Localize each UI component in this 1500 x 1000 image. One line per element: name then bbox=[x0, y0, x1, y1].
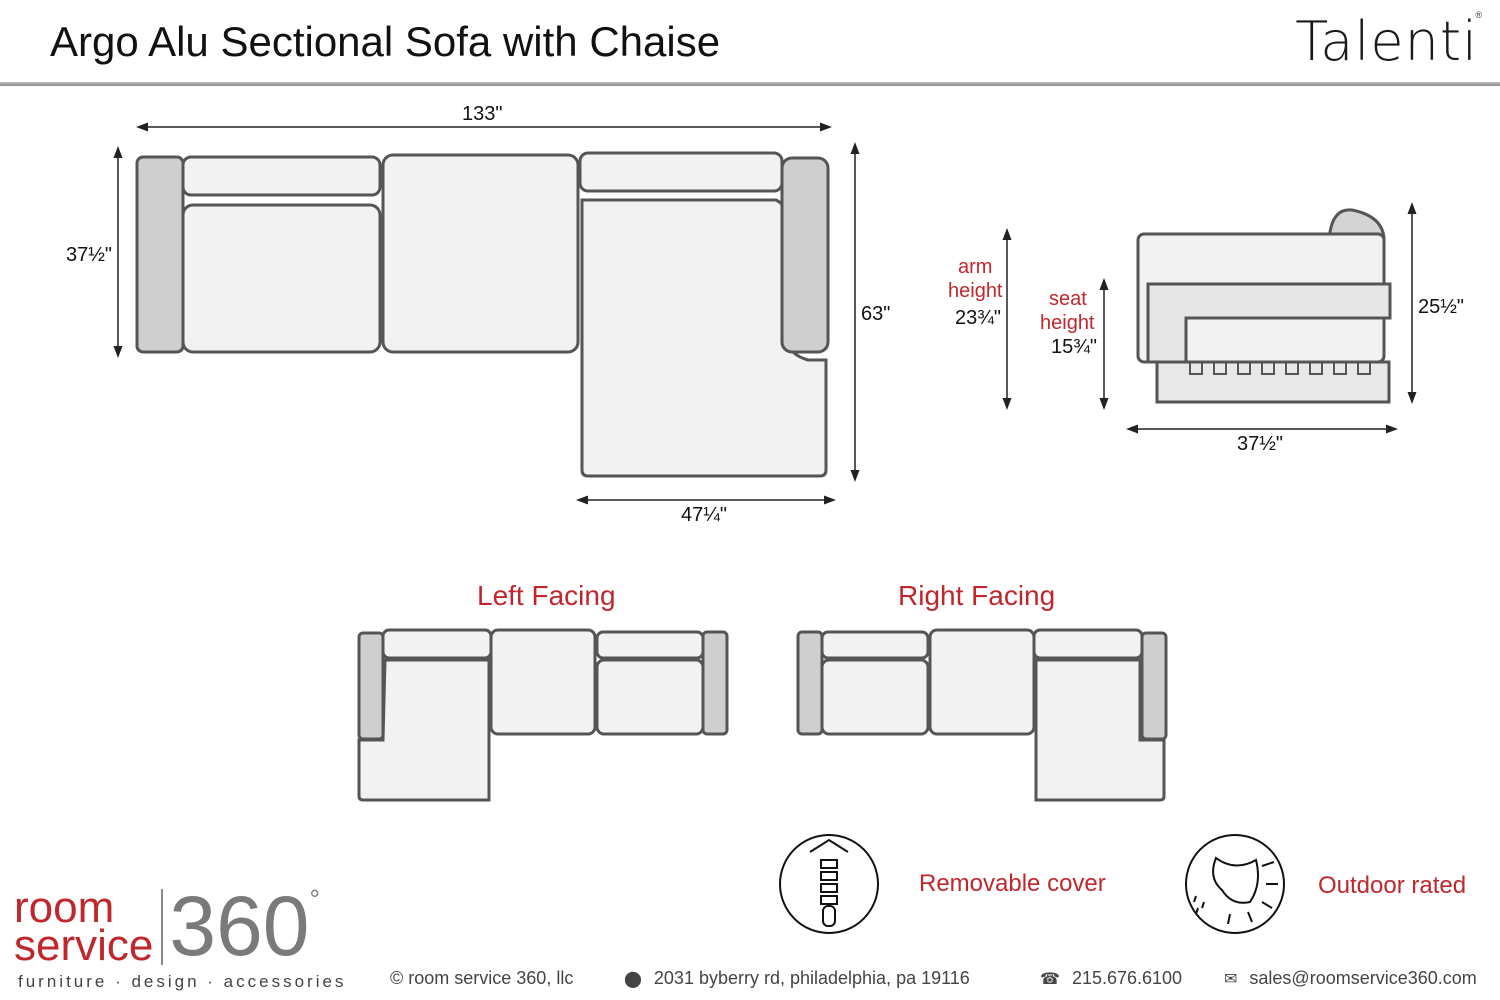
right-facing-sofa bbox=[796, 628, 1168, 802]
overall-height-label: 25½" bbox=[1418, 296, 1465, 318]
logo-word-service: service bbox=[14, 920, 154, 970]
arm-height-label: 23¾" bbox=[955, 307, 1002, 329]
location-pin-icon: ⬤ bbox=[624, 971, 642, 988]
copyright: © room service 360, llc bbox=[390, 968, 574, 988]
email-item[interactable]: ✉ sales@roomservice360.com bbox=[1224, 968, 1477, 989]
address-item: ⬤ 2031 byberry rd, philadelphia, pa 19116 bbox=[624, 968, 970, 989]
removable-cover-label: Removable cover bbox=[919, 870, 1106, 897]
seat-height-label: 15¾" bbox=[1051, 336, 1098, 358]
left-facing-label: Left Facing bbox=[477, 580, 616, 611]
logo-degree: ° bbox=[309, 884, 320, 914]
zipper-icon bbox=[779, 834, 879, 934]
room-service-logo: room service 360 ° bbox=[14, 878, 320, 975]
outdoor-rated-label: Outdoor rated bbox=[1318, 872, 1467, 899]
logo-word-room: room bbox=[14, 882, 115, 932]
right-arm bbox=[780, 156, 830, 354]
chaise-width-label: 47¼" bbox=[681, 504, 728, 526]
envelope-icon: ✉ bbox=[1224, 971, 1238, 988]
left-facing-sofa bbox=[357, 628, 729, 802]
logo-words: room service bbox=[14, 882, 154, 970]
phone-item[interactable]: ☎ 215.676.6100 bbox=[1040, 968, 1182, 989]
address-text: 2031 byberry rd, philadelphia, pa 19116 bbox=[653, 968, 970, 988]
seat-cushion-left bbox=[181, 203, 382, 354]
width-label: 133" bbox=[462, 103, 503, 125]
back-cushion-chaise bbox=[578, 151, 784, 193]
top-view-sofa bbox=[135, 151, 830, 478]
logo-tagline: furniture · design · accessories bbox=[18, 972, 347, 991]
depth-label: 37½" bbox=[66, 244, 113, 266]
brand-logo: Talenti bbox=[1295, 10, 1478, 73]
sun-rain-icon bbox=[1185, 834, 1285, 934]
side-frame-slats bbox=[1189, 361, 1371, 375]
seat-cushion-middle bbox=[381, 153, 580, 354]
side-arm bbox=[1146, 282, 1392, 364]
registered-mark: ® bbox=[1475, 10, 1482, 20]
back-cushion-left bbox=[181, 155, 382, 197]
page-title: Argo Alu Sectional Sofa with Chaise bbox=[50, 18, 721, 65]
header-divider bbox=[0, 82, 1500, 86]
chaise-length-label: 63" bbox=[861, 303, 891, 325]
phone-icon: ☎ bbox=[1040, 971, 1060, 988]
logo-number: 360 bbox=[169, 879, 310, 973]
left-arm bbox=[135, 155, 185, 354]
logo-divider bbox=[161, 888, 164, 965]
side-depth-label: 37½" bbox=[1237, 433, 1284, 455]
arm-height-caption-2: height bbox=[948, 280, 1003, 302]
phone-text[interactable]: 215.676.6100 bbox=[1071, 968, 1183, 988]
seat-height-caption-1: seat bbox=[1049, 288, 1087, 310]
right-facing-label: Right Facing bbox=[898, 580, 1056, 611]
arm-height-caption-1: arm bbox=[958, 256, 993, 278]
email-text[interactable]: sales@roomservice360.com bbox=[1249, 968, 1477, 988]
seat-height-caption-2: height bbox=[1040, 312, 1095, 334]
